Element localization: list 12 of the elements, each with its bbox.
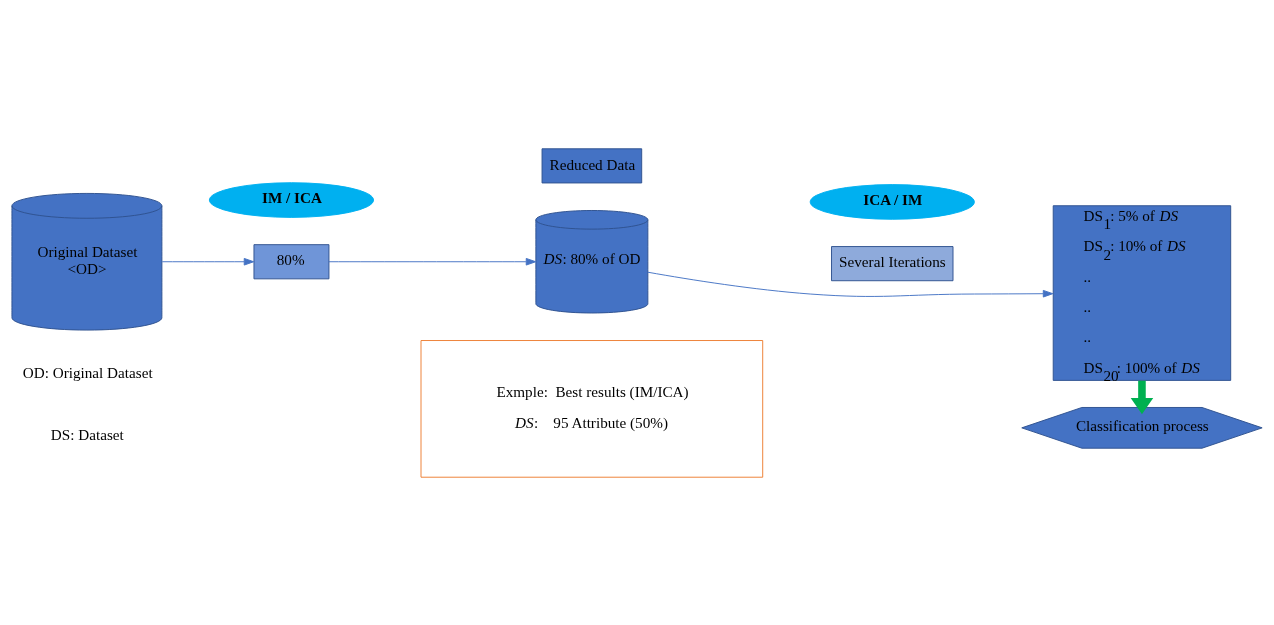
arrow	[1130, 380, 1154, 414]
arrow	[161, 257, 255, 266]
node-ellipse: IM / ICA	[208, 181, 375, 218]
arrow	[328, 257, 537, 266]
arrow	[647, 271, 1054, 297]
node-box: Exmple: Best results (IM/ICA) DS: 95 Attribute (50%)	[420, 339, 764, 478]
label: OD: Original Dataset	[22, 363, 153, 381]
label: DS: Dataset	[50, 425, 124, 443]
node-box: Several Iterations	[831, 245, 954, 281]
node-box: Reduced Data	[541, 147, 643, 183]
node-box: 80%	[253, 243, 330, 279]
node-ellipse: ICA / IM	[809, 183, 975, 220]
